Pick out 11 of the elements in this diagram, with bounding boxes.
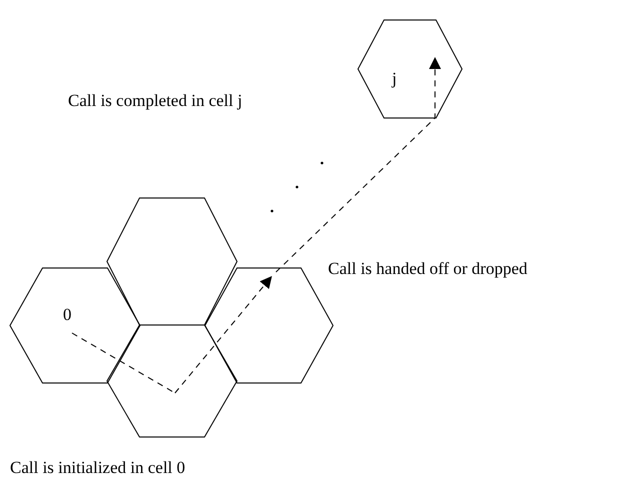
annotation-text: Call is handed off or dropped xyxy=(328,259,528,279)
dashed-arrow xyxy=(276,56,441,272)
hexagon-cell xyxy=(10,268,140,383)
hexagon-cell xyxy=(107,198,237,325)
annotation-text: Call is completed in cell j xyxy=(68,91,242,111)
dashed-arrow xyxy=(174,276,272,394)
cell-label: j xyxy=(392,70,397,88)
hexagon-cell xyxy=(358,20,462,118)
annotation-text: Call is initialized in cell 0 xyxy=(10,458,186,478)
cell-label: 0 xyxy=(63,306,72,324)
hexagon-cell xyxy=(107,325,237,437)
